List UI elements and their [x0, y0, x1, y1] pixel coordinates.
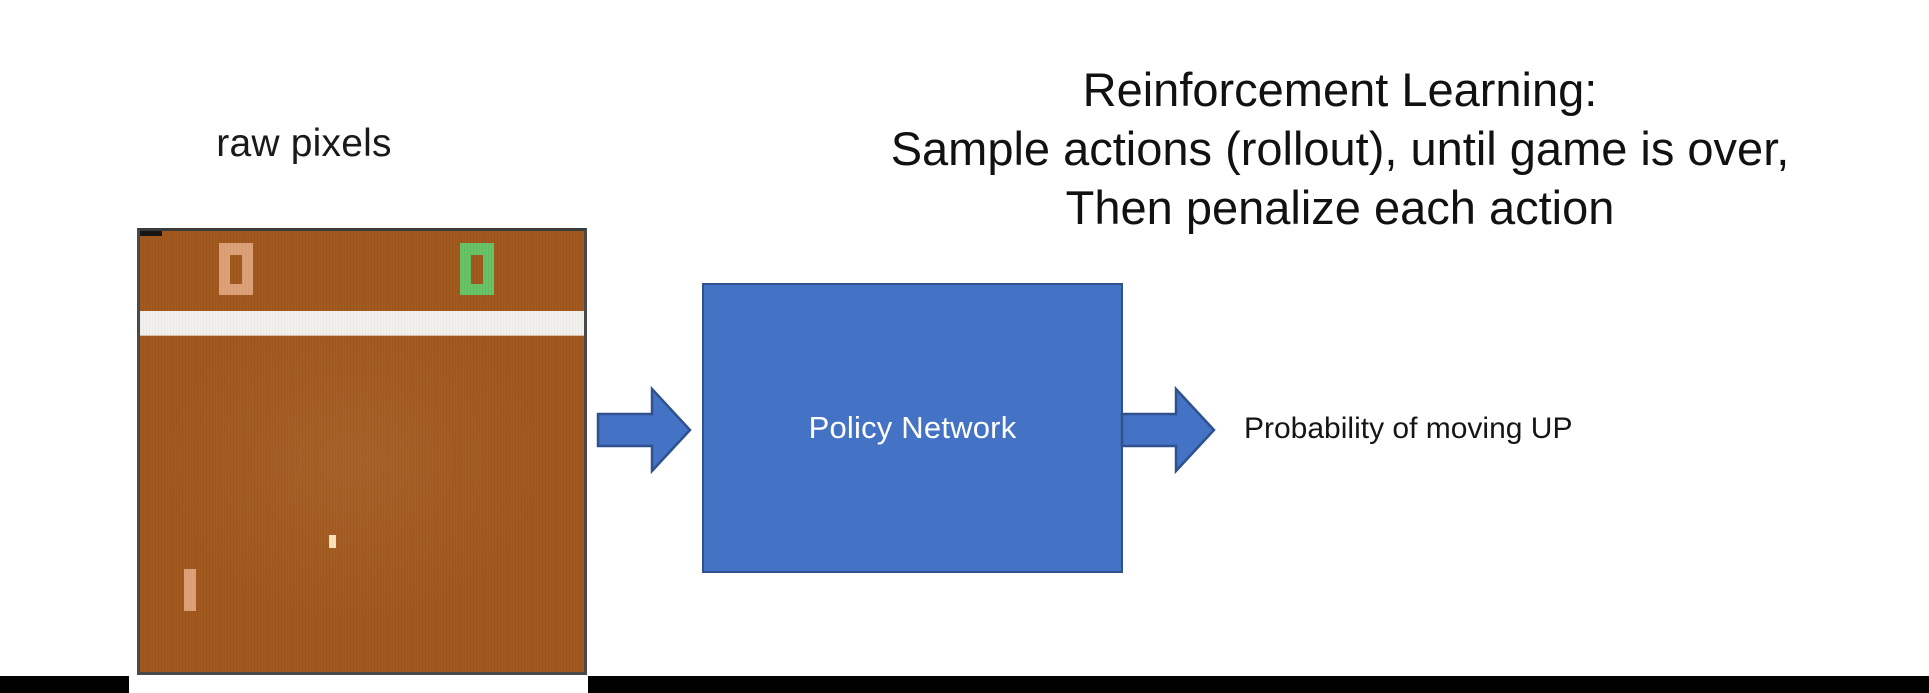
letterbox-bar-left [0, 676, 129, 693]
output-label: Probability of moving UP [1244, 412, 1573, 445]
pong-divider-bar [140, 311, 584, 335]
input-arrow-icon [596, 386, 692, 474]
pong-score-right [460, 243, 494, 295]
pong-score-left [219, 243, 253, 295]
output-arrow-icon [1120, 386, 1216, 474]
letterbox-bar-right [588, 676, 1929, 693]
raw-pixels-caption: raw pixels [216, 122, 392, 165]
policy-network-box[interactable]: Policy Network [702, 283, 1123, 573]
heading-block: Reinforcement Learning: Sample actions (… [760, 60, 1920, 237]
heading-line-3: Then penalize each action [1065, 181, 1615, 234]
policy-network-label: Policy Network [808, 410, 1017, 445]
pong-paddle-left [184, 569, 196, 611]
heading-line-2: Sample actions (rollout), until game is … [890, 122, 1790, 175]
pong-playfield [140, 231, 584, 672]
pong-ball [329, 535, 336, 548]
heading-line-1: Reinforcement Learning: [1082, 63, 1598, 116]
pong-game-screenshot [137, 228, 587, 675]
pong-corner-artifact [140, 231, 162, 236]
